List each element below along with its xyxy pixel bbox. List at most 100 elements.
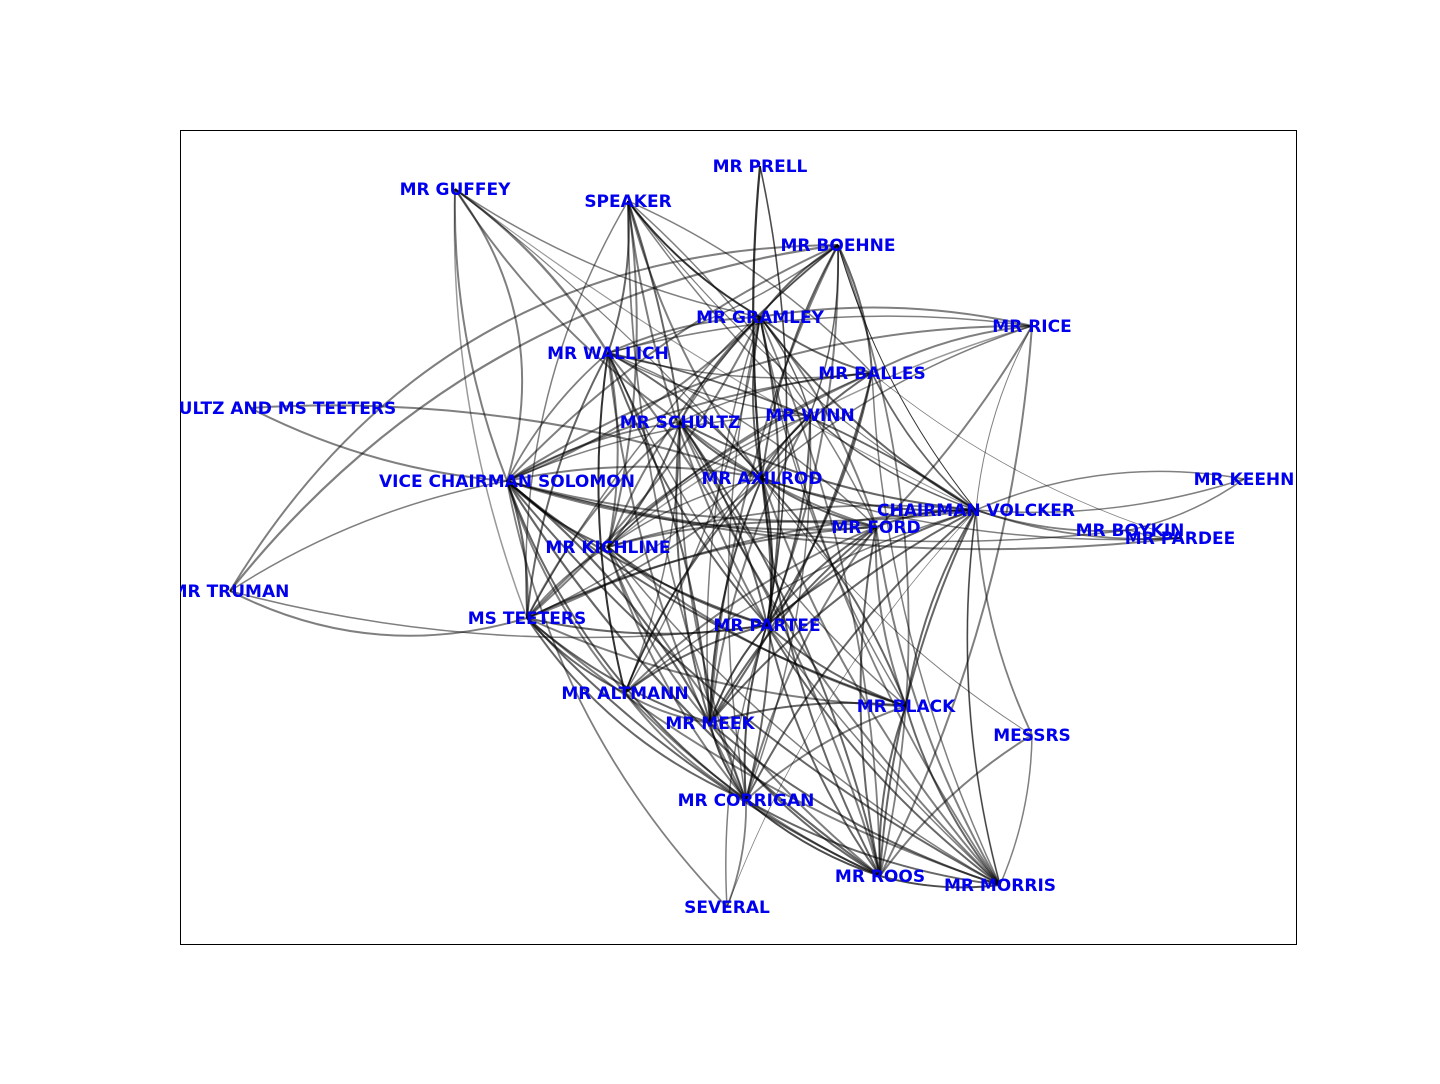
edge-gramley-altmann [624,316,761,694]
edge-axilrod-kichline [607,477,763,548]
edge-schultz-roos [679,421,881,877]
edge-wallich-ford [607,352,877,528]
node-label-pardee: MR PARDEE [1125,529,1235,549]
edge-solomon-morris [506,480,1001,886]
edge-meek-roos [709,722,881,877]
edge-boehne-solomon [506,244,839,482]
edge-speaker-balles [627,200,873,374]
edge-rice-gramley [759,306,1033,327]
node-label-gramley: MR GRAMLEY [696,308,824,328]
edge-schultz-volcker [679,421,977,511]
edge-volcker-kichline [607,504,977,548]
edge-balles-pardee [871,372,1181,539]
node-label-black: MR BLACK [857,697,956,717]
edge-schultz_teeters-axilrod [249,404,763,479]
node-label-solomon: VICE CHAIRMAN SOLOMON [379,472,635,492]
node-label-messrs: MESSRS [993,726,1071,746]
edge-gramley-ford [759,316,877,528]
edge-guffey-solomon [453,188,508,482]
edge-winn-volcker [809,414,977,511]
edge-rice-solomon [506,324,1033,482]
node-label-meek: MR MEEK [665,714,755,734]
edge-solomon-several [506,480,728,908]
edge-partee-morris [766,624,1001,886]
edge-wallich-partee [607,352,768,626]
edge-gramley-teeters [526,316,761,619]
edge-balles-morris [871,372,1001,886]
edge-kichline-roos [607,546,881,877]
edge-volcker-keehn [975,470,1245,511]
edge-boykin-keehn [1129,478,1245,531]
node-label-partee: MR PARTEE [713,616,820,636]
edge-kichline-corrigan [607,546,747,801]
edge-corrigan-morris [745,799,1001,886]
edge-altmann-meek [624,692,711,724]
edge-kichline-black [607,546,907,707]
edge-guffey-solomon [454,188,524,482]
edge-axilrod-roos [761,477,881,877]
edge-solomon-truman [229,480,508,592]
edge-boehne-truman [229,244,839,592]
edge-axilrod-meek [709,477,763,724]
edge-speaker-schultz [627,200,681,423]
edge-boehne-meek [709,244,839,724]
edge-wallich-axilrod [607,352,763,479]
edge-ford-kichline [607,520,877,548]
edge-truman-teeters [229,590,528,637]
edge-winn-corrigan [745,414,812,801]
edge-boehne-volcker [837,244,977,511]
edge-schultz-morris [679,421,1001,886]
edge-solomon-altmann [506,480,626,694]
edge-corrigan-roos [745,799,881,877]
node-label-morris: MR MORRIS [944,876,1056,896]
edge-volcker-pardee [975,509,1181,540]
edge-speaker-volcker [627,200,977,511]
node-label-truman: MR TRUMAN [171,582,290,602]
edge-rice-volcker [975,325,1033,511]
edge-rice-wallich [607,315,1033,354]
edge-gramley-morris [759,316,1001,886]
node-label-boykin: MR BOYKIN [1076,521,1185,541]
node-label-corrigan: MR CORRIGAN [678,791,815,811]
node-label-ford: MR FORD [831,518,920,538]
edge-schultz-teeters [526,421,681,619]
edge-schultz_teeters-solomon [249,407,508,482]
edge-gramley-kichline [607,316,761,548]
edge-meek-corrigan [709,722,747,801]
node-label-teeters: MS TEETERS [468,609,586,629]
edge-volcker-altmann [624,509,977,694]
edge-kichline-partee [607,546,768,626]
edge-partee-roos [766,624,881,877]
edge-wallich-kichline [607,352,619,548]
edge-ford-partee [766,526,877,626]
edge-teeters-corrigan [526,617,747,801]
node-label-wallich: MR WALLICH [547,344,669,364]
edge-roos-morris [879,875,1001,889]
node-label-volcker: CHAIRMAN VOLCKER [877,501,1075,521]
edge-wallich-winn [607,352,811,416]
edge-partee-black [766,624,907,707]
edge-guffey-teeters [453,188,528,619]
edge-wallich-altmann [597,352,626,694]
edge-volcker-corrigan [745,509,977,801]
node-label-kichline: MR KICHLINE [545,538,670,558]
edge-meek-morris [709,722,1001,886]
edge-gramley-corrigan [727,316,761,801]
edge-schultz-meek [675,421,711,724]
edge-rice-axilrod [761,325,1033,479]
edge-axilrod-teeters [526,477,763,619]
edge-axilrod-solomon [506,465,763,482]
edge-teeters-partee [526,617,768,635]
edge-ford-teeters [526,526,877,619]
edge-black-morris [905,705,1001,886]
edge-speaker-corrigan [627,200,747,801]
edge-balles-schultz [679,372,873,423]
edge-partee-meek [709,624,768,724]
edge-balles-partee [766,372,873,626]
node-label-altmann: MR ALTMANN [561,684,688,704]
edge-messrs-roos [879,734,1033,877]
edge-gramley-black [759,316,907,707]
node-label-speaker: SPEAKER [584,192,671,212]
edge-boehne-roos [837,244,910,877]
